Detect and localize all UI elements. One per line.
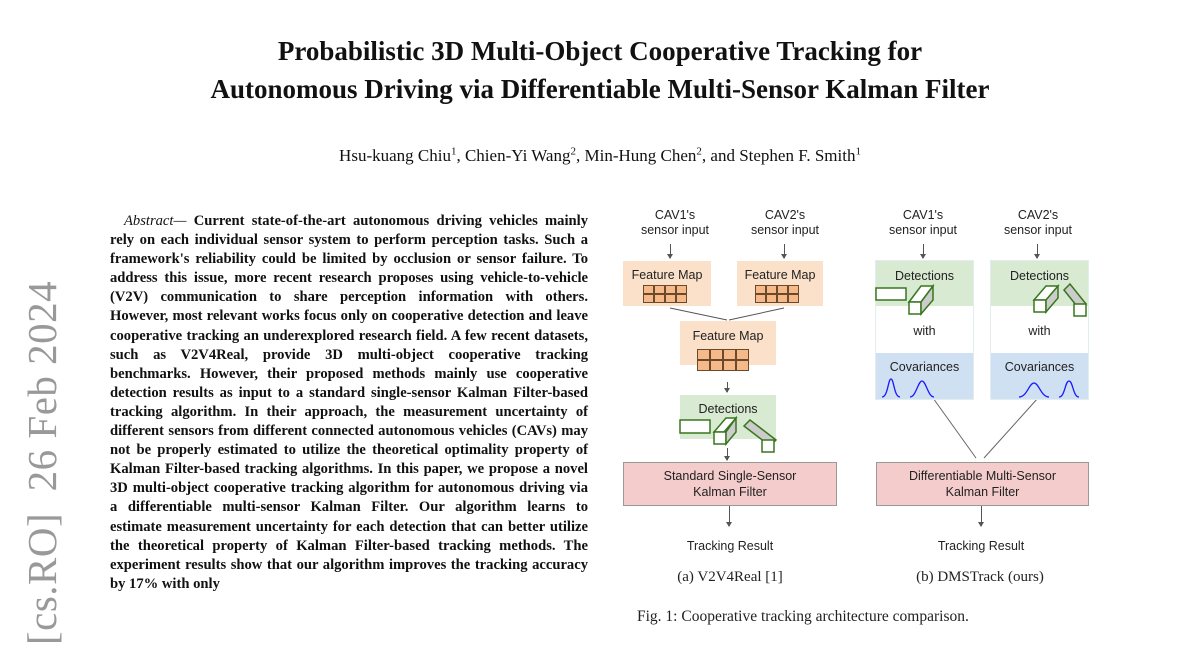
- abstract: Abstract— Current state-of-the-art auton…: [110, 212, 588, 594]
- author: Min-Hung Chen2, and: [584, 145, 740, 165]
- covariances-label: Covariances: [1004, 360, 1075, 374]
- arrow-icon: [726, 506, 732, 527]
- cav2-detections-panel: Detections with Covariances: [990, 260, 1089, 400]
- cav1-input-label: CAV1's sensor input: [888, 208, 958, 237]
- arrow-icon: [724, 382, 730, 393]
- tracking-result-label: Tracking Result: [937, 539, 1025, 553]
- feature-grid-icon: [697, 349, 749, 371]
- paper-title: Probabilistic 3D Multi-Object Cooperativ…: [0, 32, 1200, 108]
- abstract-label: Abstract: [124, 213, 174, 229]
- fused-feature-map-box: Feature Map: [680, 321, 776, 371]
- author: Hsu-kuang Chiu1,: [339, 145, 465, 165]
- subcaption-b: (b) DMSTrack (ours): [916, 569, 1044, 585]
- bounding-boxes-icon: [875, 283, 935, 317]
- bounding-boxes-icon: [1032, 282, 1088, 317]
- with-label: with: [913, 324, 936, 338]
- abstract-dash: —: [173, 213, 194, 229]
- arrow-icon: [667, 244, 673, 259]
- gaussian-curves-icon: [1018, 380, 1080, 398]
- cav1-input-label: CAV1's sensor input: [640, 208, 710, 237]
- covariances-label: Covariances: [889, 360, 960, 374]
- arrow-icon: [781, 244, 787, 259]
- title-line-2: Autonomous Driving via Differentiable Mu…: [210, 74, 990, 104]
- tracking-result-label: Tracking Result: [686, 539, 774, 553]
- covariances-section: Covariances: [876, 353, 973, 399]
- detections-label: Detections: [1009, 269, 1070, 283]
- multi-sensor-kalman-filter-box: Differentiable Multi-Sensor Kalman Filte…: [876, 462, 1089, 506]
- covariances-section: Covariances: [991, 353, 1088, 399]
- feature-map-box: Feature Map: [737, 261, 823, 306]
- arrow-icon: [1034, 244, 1040, 259]
- gaussian-curves-icon: [881, 378, 935, 398]
- figure-caption: Fig. 1: Cooperative tracking architectur…: [637, 608, 969, 625]
- with-label: with: [1028, 324, 1051, 338]
- feature-grid-icon: [755, 285, 799, 303]
- detections-label: Detections: [894, 269, 955, 283]
- author: Stephen F. Smith1: [739, 145, 861, 165]
- feature-grid-icon: [643, 285, 687, 303]
- title-line-1: Probabilistic 3D Multi-Object Cooperativ…: [277, 36, 923, 66]
- author-list: Hsu-kuang Chiu1, Chien-Yi Wang2, Min-Hun…: [0, 145, 1200, 166]
- abstract-text: Current state-of-the-art autonomous driv…: [110, 213, 589, 592]
- detections-label: Detections: [698, 402, 758, 416]
- subcaption-a: (a) V2V4Real [1]: [677, 569, 783, 585]
- arrow-icon: [724, 448, 730, 461]
- bounding-boxes-icon: [679, 415, 778, 453]
- feature-map-label: Feature Map: [744, 268, 816, 282]
- cav2-input-label: CAV2's sensor input: [750, 208, 820, 237]
- feature-map-box: Feature Map: [623, 261, 711, 306]
- arrow-icon: [920, 244, 926, 259]
- feature-map-label: Feature Map: [692, 329, 764, 343]
- feature-map-label: Feature Map: [631, 268, 703, 282]
- single-sensor-kalman-filter-box: Standard Single-Sensor Kalman Filter: [623, 462, 837, 506]
- arrow-icon: [978, 506, 984, 527]
- author: Chien-Yi Wang2,: [464, 145, 585, 165]
- cav2-input-label: CAV2's sensor input: [1003, 208, 1073, 237]
